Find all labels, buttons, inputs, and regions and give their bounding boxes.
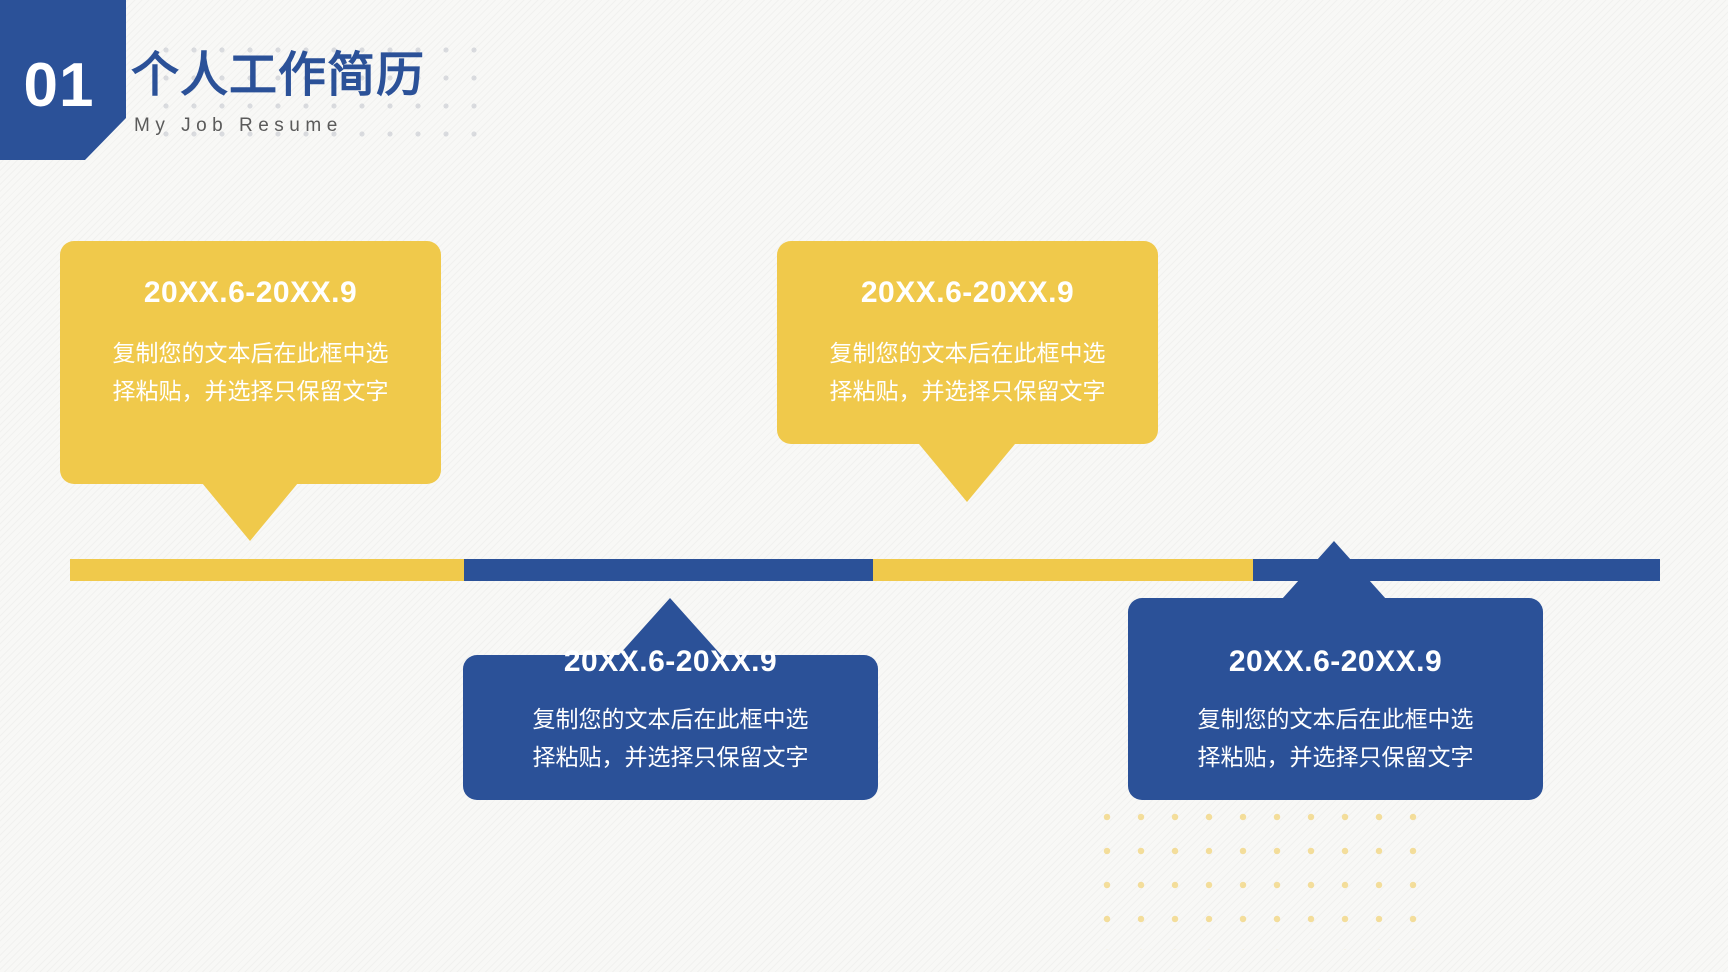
timeline-card-2[interactable]: 20XX.6-20XX.9 复制您的文本后在此框中选 择粘贴，并选择只保留文字 (463, 645, 878, 800)
timeline-card-1[interactable]: 20XX.6-20XX.9 复制您的文本后在此框中选 择粘贴，并选择只保留文字 (60, 241, 441, 484)
timeline-segment-1 (70, 559, 465, 581)
timeline-card-2-body-line2: 择粘贴，并选择只保留文字 (532, 743, 809, 770)
timeline-card-2-pointer (618, 598, 722, 656)
timeline-card-1-pointer (202, 483, 298, 541)
timeline-card-3[interactable]: 20XX.6-20XX.9 复制您的文本后在此框中选 择粘贴，并选择只保留文字 (777, 241, 1158, 444)
timeline-card-2-body-line1: 复制您的文本后在此框中选 (532, 706, 809, 732)
timeline-card-4-body-line2: 择粘贴，并选择只保留文字 (1197, 743, 1474, 770)
section-number: 01 (23, 51, 95, 120)
page-title: 个人工作简历 (131, 49, 426, 102)
timeline-card-4-pointer (1282, 541, 1386, 599)
timeline-card-4[interactable]: 20XX.6-20XX.9 复制您的文本后在此框中选 择粘贴，并选择只保留文字 (1128, 598, 1543, 800)
timeline-card-1-body-line1: 复制您的文本后在此框中选 (112, 340, 389, 366)
timeline-bar (70, 559, 1660, 581)
timeline-card-3-pointer (919, 444, 1015, 502)
timeline-segment-2 (464, 559, 873, 581)
timeline-card-1-date: 20XX.6-20XX.9 (143, 276, 358, 309)
timeline-card-4-body-line1: 复制您的文本后在此框中选 (1197, 706, 1474, 732)
corner-dot-pattern (1090, 800, 1430, 950)
section-number-badge: 01 (0, 0, 126, 160)
page-subtitle: My Job Resume (134, 115, 343, 136)
slide-header: 01 个人工作简历 My Job Resume (0, 0, 700, 180)
timeline-card-4-date: 20XX.6-20XX.9 (1228, 645, 1443, 678)
timeline-card-2-date: 20XX.6-20XX.9 (563, 645, 778, 678)
timeline-card-3-body-line2: 择粘贴，并选择只保留文字 (829, 377, 1106, 404)
timeline-segment-3 (872, 559, 1253, 581)
timeline-card-3-body-line1: 复制您的文本后在此框中选 (829, 340, 1106, 366)
timeline-card-1-body-line2: 择粘贴，并选择只保留文字 (112, 377, 389, 404)
timeline-card-3-date: 20XX.6-20XX.9 (860, 276, 1075, 309)
